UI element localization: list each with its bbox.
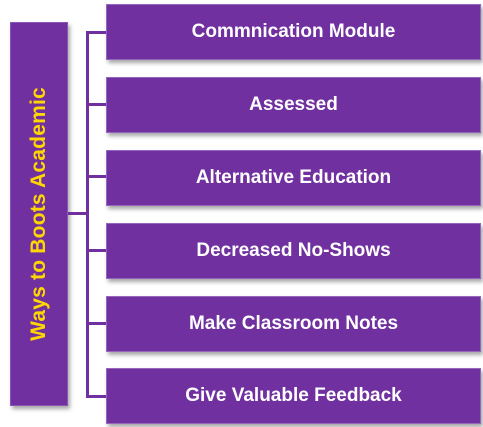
item-label: Make Classroom Notes bbox=[188, 313, 399, 334]
item-box-alternative-education: Alternative Education bbox=[106, 150, 481, 206]
item-box-assessed: Assessed bbox=[106, 77, 481, 133]
branch-line-1 bbox=[86, 31, 106, 34]
root-topic-label: Ways to Boots Academic bbox=[27, 87, 50, 341]
root-topic-box: Ways to Boots Academic bbox=[10, 22, 68, 406]
branch-line-3 bbox=[86, 175, 106, 178]
item-label: Alternative Education bbox=[195, 167, 392, 188]
item-label: Assessed bbox=[249, 94, 338, 115]
root-connector-line bbox=[68, 212, 88, 215]
branch-line-6 bbox=[86, 395, 106, 398]
item-box-give-valuable-feedback: Give Valuable Feedback bbox=[106, 368, 481, 424]
branch-line-5 bbox=[86, 322, 106, 325]
branch-line-4 bbox=[86, 249, 106, 252]
item-box-communication-module: Commnication Module bbox=[106, 4, 481, 60]
item-box-decreased-no-shows: Decreased No-Shows bbox=[106, 223, 481, 279]
vertical-spine-line bbox=[86, 31, 89, 398]
item-label: Commnication Module bbox=[191, 21, 396, 42]
item-box-make-classroom-notes: Make Classroom Notes bbox=[106, 296, 481, 352]
item-label: Decreased No-Shows bbox=[196, 240, 391, 261]
item-label: Give Valuable Feedback bbox=[185, 385, 402, 406]
branch-line-2 bbox=[86, 103, 106, 106]
